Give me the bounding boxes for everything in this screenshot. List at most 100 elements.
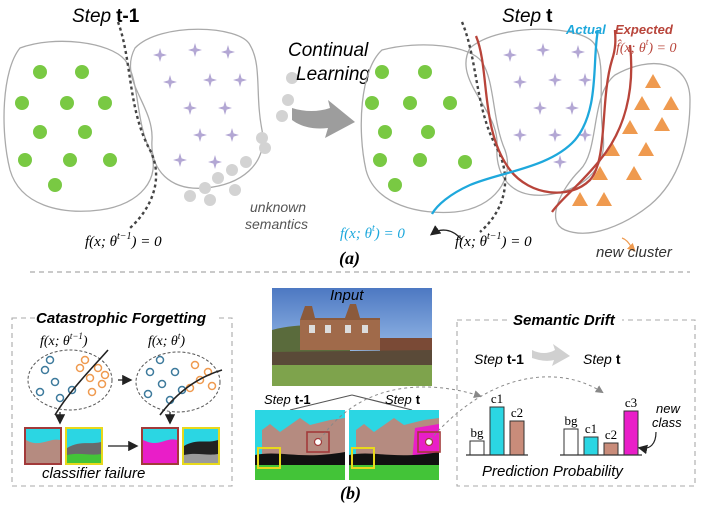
purple-points-prev — [153, 43, 247, 169]
cluster-point — [256, 132, 268, 144]
cf-failure-label: classifier failure — [42, 465, 145, 482]
cluster-point — [184, 190, 196, 202]
cluster-point — [240, 156, 252, 168]
cluster-point — [229, 184, 241, 196]
cf-cluster-cur — [135, 351, 221, 413]
cf-point — [35, 387, 45, 397]
input-label: Input — [330, 287, 364, 304]
cf-point — [80, 355, 90, 365]
star-point — [173, 153, 187, 167]
cf-point — [190, 360, 200, 370]
star-point — [553, 155, 567, 169]
caption-b: (b) — [340, 483, 361, 504]
prob-bar-c1 — [489, 406, 505, 456]
cf-thumb-3 — [141, 427, 179, 465]
triangle-point — [592, 166, 608, 180]
cluster-point — [60, 96, 74, 110]
cluster-point — [418, 65, 432, 79]
cf-point — [85, 373, 95, 383]
prob-bar-c1 — [583, 436, 599, 456]
purple-points-cur — [503, 43, 592, 169]
cluster-point — [204, 194, 216, 206]
new-cluster-label: new cluster — [596, 244, 673, 261]
seg-map-prev — [255, 410, 345, 480]
prob-bar-bg — [469, 440, 485, 456]
eq-boundary-prev: f(x; θt−1) = 0 — [85, 231, 162, 250]
cluster-point — [18, 153, 32, 167]
star-point — [188, 43, 202, 57]
triangle-point — [596, 192, 612, 206]
star-point — [208, 155, 222, 169]
eq-boundary-expected: f̂(x; θt) = 0 — [616, 37, 676, 56]
cluster-point — [15, 96, 29, 110]
purple-cluster-region-prev — [129, 28, 264, 189]
prob-bar-label-c1: c1 — [585, 421, 597, 436]
cluster-point — [75, 65, 89, 79]
prob-bar-label-bg: bg — [471, 425, 485, 440]
new-class-arrow — [637, 431, 657, 455]
star-point — [536, 43, 550, 57]
star-point — [221, 45, 235, 59]
star-point — [513, 75, 527, 89]
star-point — [578, 128, 592, 142]
unknown-semantic-points — [184, 72, 298, 206]
prob-bar-label-c1: c1 — [491, 391, 503, 406]
green-cluster-region-prev — [3, 40, 154, 212]
cf-thumb-4 — [182, 427, 220, 465]
cluster-point — [365, 96, 379, 110]
prob-bar-bg — [563, 428, 579, 456]
cf-point — [93, 363, 103, 373]
sd-step-arrow — [532, 344, 570, 366]
cf-point — [170, 367, 180, 377]
star-point — [513, 128, 527, 142]
cf-point — [143, 389, 153, 399]
legend-actual: Actual — [565, 22, 606, 37]
green-cluster-region-cur — [360, 44, 509, 214]
triangle-point — [622, 120, 638, 134]
star-point — [225, 128, 239, 142]
boundary-prev — [116, 21, 158, 229]
branch-line-right — [351, 394, 413, 411]
purple-cluster-region-cur — [465, 28, 605, 196]
cf-point — [75, 363, 85, 373]
triangle-point — [604, 142, 620, 156]
cluster-point — [413, 153, 427, 167]
cf-points-prev — [35, 355, 110, 403]
prob-bar-label-bg: bg — [565, 413, 579, 428]
panel-b: Catastrophic Forgetting f(x; θt−1) f(x; … — [11, 287, 696, 504]
orange-new-points — [572, 74, 679, 206]
cluster-point — [199, 182, 211, 194]
star-point — [233, 73, 247, 87]
orange-cluster-region — [554, 62, 691, 234]
cf-point — [55, 393, 65, 403]
prob-bar-c3 — [623, 410, 639, 456]
star-point — [571, 45, 585, 59]
unknown-semantics-label: unknown semantics — [245, 199, 310, 232]
star-point — [163, 75, 177, 89]
cluster-point — [259, 142, 271, 154]
continual-label: Continual — [288, 40, 369, 61]
star-point — [548, 73, 562, 87]
cf-point — [87, 387, 97, 397]
prob-bar-c2 — [603, 442, 619, 456]
cluster-point — [212, 172, 224, 184]
prediction-label: Prediction Probability — [482, 463, 624, 480]
cluster-point — [98, 96, 112, 110]
sd-title: Semantic Drift — [513, 312, 616, 329]
cf-point — [157, 379, 167, 389]
triangle-point — [638, 142, 654, 156]
cf-title: Catastrophic Forgetting — [36, 310, 206, 327]
cluster-point — [276, 110, 288, 122]
cf-point — [50, 377, 60, 387]
star-point — [183, 101, 197, 115]
cluster-point — [403, 96, 417, 110]
triangle-point — [645, 74, 661, 88]
arrow-new-cluster — [621, 237, 636, 252]
triangle-point — [634, 96, 650, 110]
cf-point — [40, 365, 50, 375]
cf-point — [97, 379, 107, 389]
